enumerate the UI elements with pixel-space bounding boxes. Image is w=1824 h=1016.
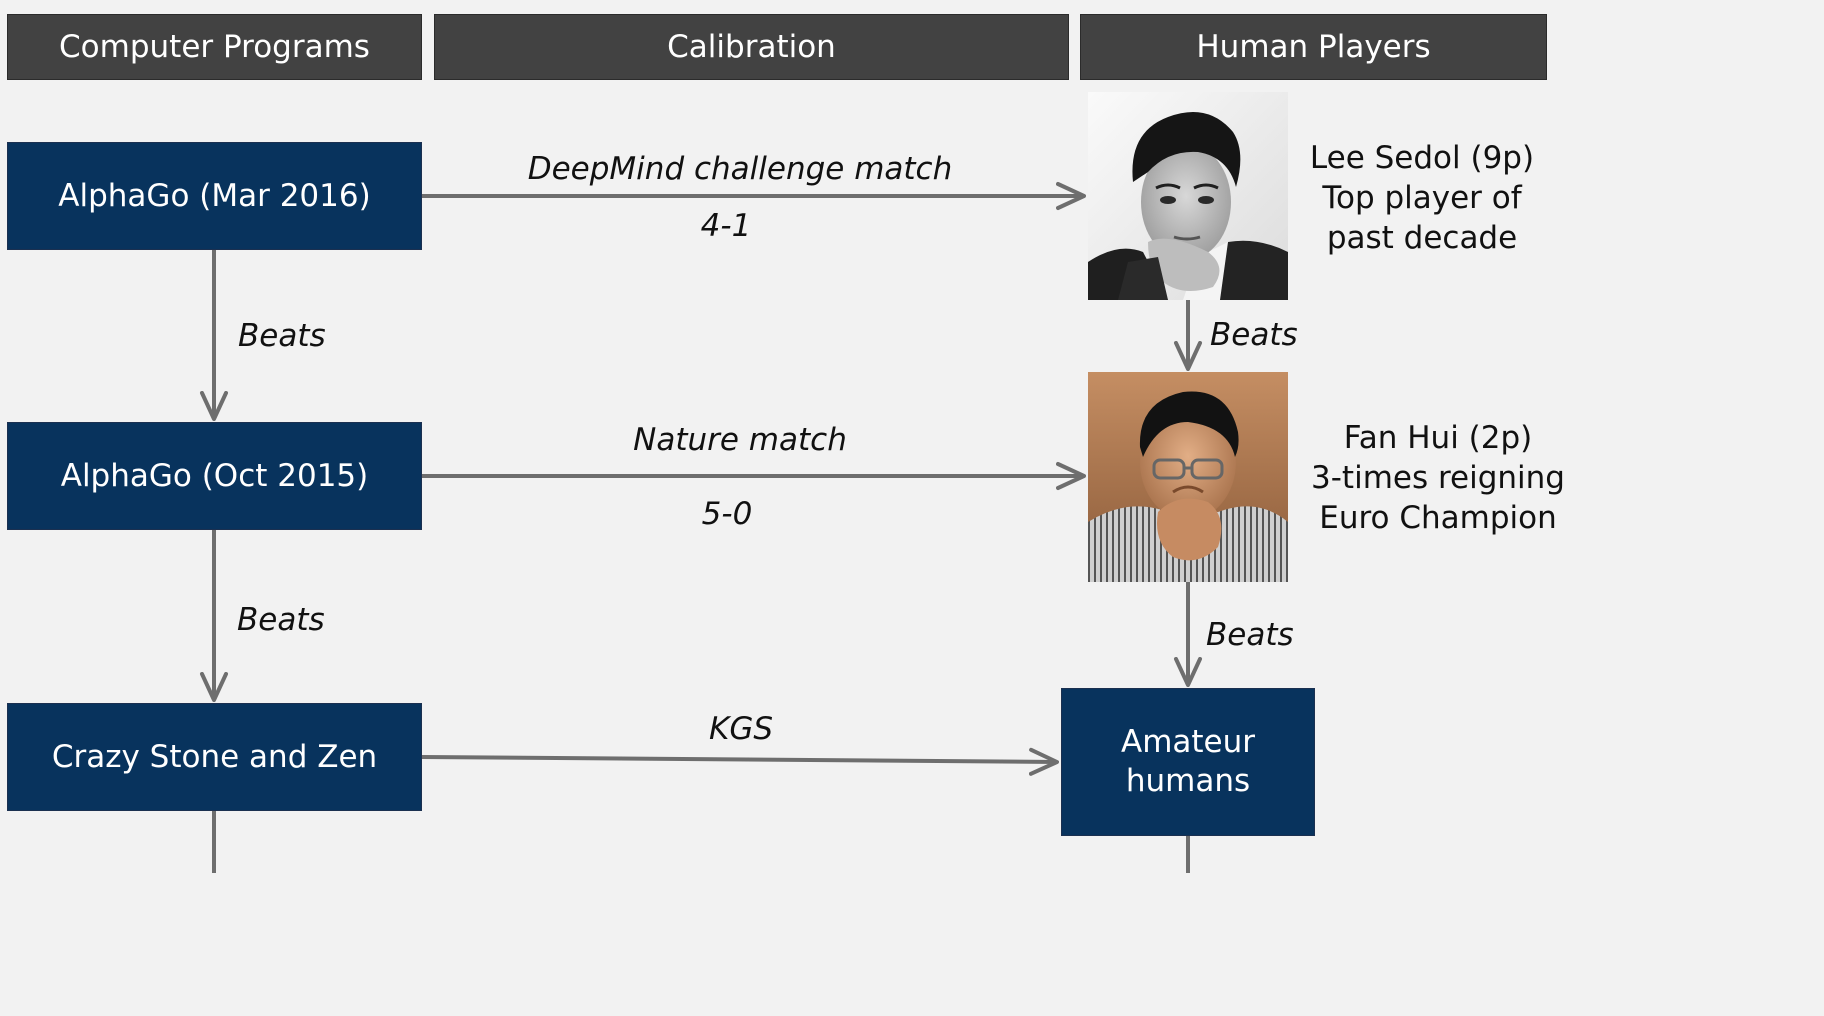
- program-box-alphago-oct-2015: AlphaGo (Oct 2015): [7, 422, 422, 530]
- program-beats-label-1: Beats: [238, 318, 326, 354]
- portrait-photo-icon: [1088, 372, 1288, 582]
- calibration-match-name-1: DeepMind challenge match: [527, 151, 953, 187]
- lee-sedol-name: Lee Sedol (9p): [1309, 140, 1535, 176]
- header-calibration: Calibration: [434, 14, 1069, 80]
- amateur-humans-box: Amateur humans: [1061, 688, 1315, 836]
- calibration-match-score-2: 5-0: [701, 496, 753, 532]
- header-human-players: Human Players: [1080, 14, 1547, 80]
- portrait-photo-icon: [1088, 92, 1288, 300]
- lee-sedol-desc-2: past decade: [1326, 220, 1518, 256]
- diagram-canvas: Computer Programs Calibration Human Play…: [7, 14, 1565, 873]
- fan-hui-desc-2: Euro Champion: [1319, 500, 1557, 536]
- calibration-match-name-2: Nature match: [633, 422, 847, 458]
- header-computer-programs: Computer Programs: [7, 14, 422, 80]
- fan-hui-desc-1: 3-times reigning: [1311, 460, 1565, 496]
- human-beats-label-1: Beats: [1210, 317, 1298, 353]
- calibration-match-name-3: KGS: [708, 711, 774, 747]
- calibration-match-score-1: 4-1: [700, 208, 752, 244]
- arrow-kgs: [421, 747, 1059, 776]
- program-box-alphago-mar-2016: AlphaGo (Mar 2016): [7, 142, 422, 250]
- amateur-humans-line-1: Amateur: [1120, 724, 1256, 760]
- fan-hui-name: Fan Hui (2p): [1343, 420, 1533, 456]
- amateur-humans-line-2: humans: [1125, 763, 1251, 799]
- lee-sedol-photo: [1088, 92, 1288, 300]
- lee-sedol-caption: Lee Sedol (9p) Top player of past decade: [1310, 138, 1534, 258]
- program-box-crazy-stone-zen: Crazy Stone and Zen: [7, 703, 422, 811]
- connector-arrows: [200, 182, 1202, 873]
- fan-hui-photo: [1088, 372, 1288, 582]
- lee-sedol-desc-1: Top player of: [1322, 180, 1522, 216]
- program-beats-label-2: Beats: [237, 602, 325, 638]
- human-beats-label-2: Beats: [1206, 617, 1294, 653]
- fan-hui-caption: Fan Hui (2p) 3-times reigning Euro Champ…: [1311, 418, 1565, 538]
